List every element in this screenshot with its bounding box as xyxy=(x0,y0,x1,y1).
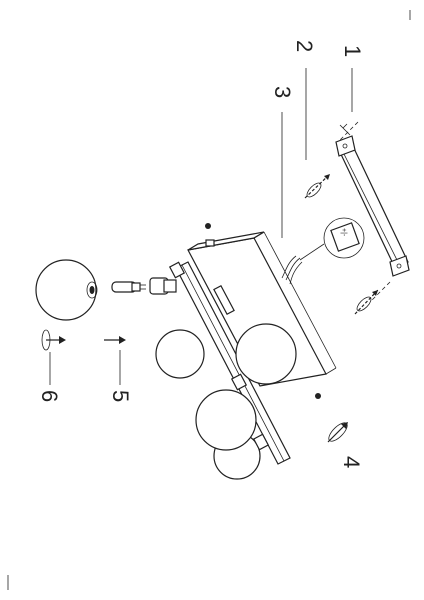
wall-plug-icon xyxy=(205,223,211,229)
mounting-screw-4 xyxy=(327,422,348,443)
svg-text:6: 6 xyxy=(37,390,62,402)
globe-fixture-4 xyxy=(195,389,257,451)
svg-text:5: 5 xyxy=(108,390,133,402)
terminal-block: +|- xyxy=(299,217,365,261)
g9-bulb-icon xyxy=(111,281,146,293)
bulb-arrow xyxy=(104,336,126,344)
callout-2: 2 xyxy=(292,40,317,160)
callout-1: 1 xyxy=(340,45,365,112)
svg-text:+|-: +|- xyxy=(340,228,347,237)
svg-text:2: 2 xyxy=(292,40,317,52)
wire-bundle xyxy=(281,255,303,285)
svg-text:1: 1 xyxy=(340,45,365,57)
bracket-screw-top xyxy=(339,121,359,141)
screw-icon xyxy=(304,173,331,199)
glass-globe-icon xyxy=(35,259,98,321)
globe-fixture-2 xyxy=(235,323,297,385)
mounting-bracket xyxy=(335,135,410,277)
svg-text:4: 4 xyxy=(339,456,364,468)
globe-holders xyxy=(168,261,270,451)
lamp-holder xyxy=(149,277,177,295)
callout-5: 5 xyxy=(108,350,133,402)
globe-rotate-arrow xyxy=(41,329,66,351)
wall-plug-icon-2 xyxy=(315,393,321,399)
callout-6: 6 xyxy=(37,352,62,402)
screw-icon-2 xyxy=(354,289,379,315)
bracket-screw-bottom xyxy=(371,281,391,301)
globe-fixture-1 xyxy=(155,329,205,379)
callout-3: 3 xyxy=(270,86,295,238)
svg-text:3: 3 xyxy=(270,86,295,98)
callout-4: 4 xyxy=(339,456,364,468)
